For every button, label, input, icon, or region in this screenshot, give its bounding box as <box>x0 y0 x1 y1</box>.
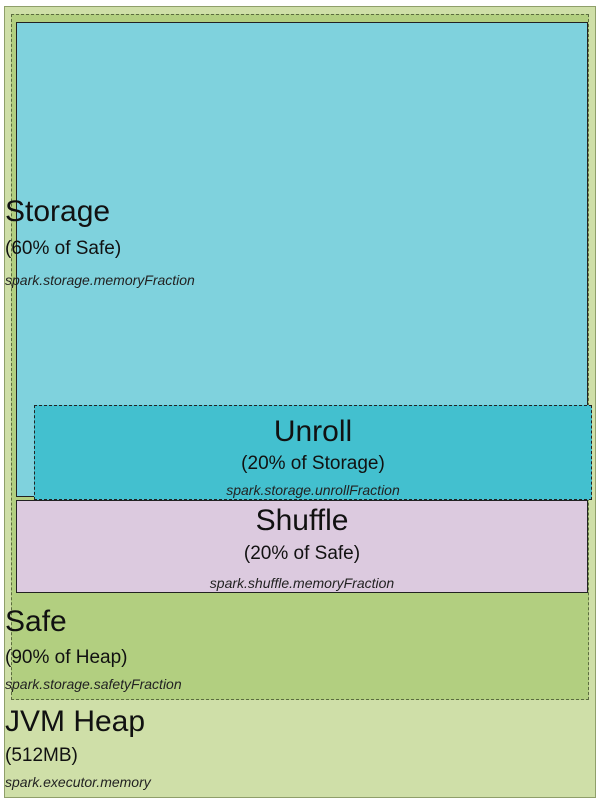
shuffle-region: Shuffle (20% of Safe) spark.shuffle.memo… <box>16 500 588 593</box>
jvm-heap-region: Unroll (20% of Storage) spark.storage.un… <box>4 6 596 798</box>
unroll-region: Unroll (20% of Storage) spark.storage.un… <box>34 405 592 500</box>
storage-property: spark.storage.memoryFraction <box>5 272 195 288</box>
heap-property: spark.executor.memory <box>5 774 151 790</box>
heap-title: JVM Heap <box>5 705 146 738</box>
safe-subtitle: (90% of Heap) <box>5 647 128 668</box>
shuffle-subtitle: (20% of Safe) <box>243 543 361 564</box>
heap-subtitle: (512MB) <box>5 745 78 766</box>
unroll-title: Unroll <box>273 415 353 448</box>
storage-subtitle: (60% of Safe) <box>5 238 122 259</box>
unroll-property: spark.storage.unrollFraction <box>226 482 400 498</box>
safe-property: spark.storage.safetyFraction <box>5 676 182 692</box>
storage-title: Storage <box>5 195 111 228</box>
shuffle-title: Shuffle <box>255 504 349 537</box>
unroll-subtitle: (20% of Storage) <box>241 453 385 474</box>
shuffle-property: spark.shuffle.memoryFraction <box>209 575 395 591</box>
safe-title: Safe <box>5 605 67 638</box>
storage-region: Unroll (20% of Storage) spark.storage.un… <box>16 22 592 500</box>
